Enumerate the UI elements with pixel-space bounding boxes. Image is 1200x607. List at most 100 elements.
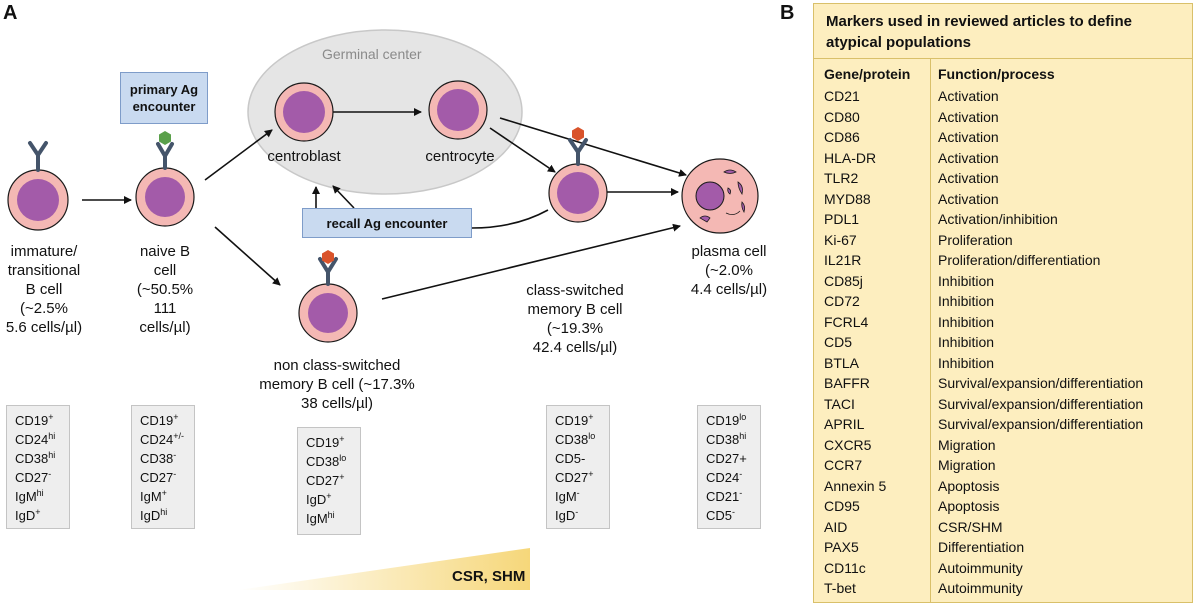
centroblast-cell [274,82,334,142]
function-cell: Activation/inhibition [938,211,1058,227]
marker-name: CD27+ [706,451,747,466]
marker-line: CD24+/- [140,430,186,449]
marker-name: CD38 [555,432,589,447]
naive-marker-box: CD19+CD24+/-CD38-CD27-IgM+IgDhi [131,405,195,529]
function-cell: Autoimmunity [938,559,1023,576]
marker-line: CD27+ [306,471,352,490]
markers-table: Markers used in reviewed articles to def… [813,3,1193,603]
gene-cell: Annexin 5 [824,477,887,494]
function-cell: Migration [938,457,996,473]
function-cell: CSR/SHM [938,518,1003,535]
b-cell-diagram [7,29,759,590]
function-cell: Activation [938,170,999,186]
marker-name: CD19 [15,413,49,428]
marker-name: CD19 [706,413,740,428]
csr-shm-label: CSR, SHM [452,568,526,585]
function-cell: Inhibition [938,272,995,289]
marker-expression: lo [588,431,596,441]
marker-line: IgD+ [306,490,352,509]
gene-cell: CD5 [824,334,853,350]
marker-expression: - [173,469,177,479]
marker-expression: +/- [173,431,185,441]
arrow-naive-to-non-switched [214,226,281,286]
marker-expression: + [161,488,167,498]
gene-cell: CCR7 [824,457,863,473]
function-cell: Autoimmunity [938,580,1023,596]
gene-cell: BTLA [824,354,860,371]
marker-name: CD24 [140,432,174,447]
marker-name: IgD [15,508,36,523]
recall-antigen-icon [322,250,334,264]
table-title: Markers used in reviewed articles to def… [826,13,1132,51]
plasma-cell [681,158,759,234]
plasma-organelles [699,169,746,223]
marker-line: CD5- [706,506,752,525]
marker-name: IgD [555,508,576,523]
gene-cell: AID [824,518,848,535]
marker-line: CD27- [15,468,61,487]
gene-cell: CD11c [824,559,866,576]
gene-cell: PDL1 [824,211,860,227]
table-title-divider [814,58,1192,59]
gene-cell: TACI [824,395,855,412]
gene-cell: CD21 [824,88,860,104]
gene-cell: HLA-DR [824,149,877,166]
function-cell: Inhibition [938,354,995,371]
class-switched-memory-b-cell-label: class-switched memory B cell (~19.3% 42.… [526,282,624,356]
marker-line: CD24- [706,468,752,487]
gene-cell: CD95 [824,498,860,514]
marker-line: CD19+ [15,411,61,430]
marker-expression: hi [327,510,335,520]
marker-name: CD24 [706,470,740,485]
table-row: BTLA Inhibition [814,353,1192,374]
class-switched-memory-b-cell [548,127,608,223]
marker-name: CD21 [706,489,740,504]
bcr-receptor-icon [28,141,48,172]
marker-name: CD5- [555,451,586,466]
gene-cell: CD80 [824,108,860,125]
marker-line: IgM+ [140,487,186,506]
marker-line: CD19lo [706,411,752,430]
germinal-center-label: Germinal center [322,46,422,62]
gene-cell: IL21R [824,252,862,268]
function-cell: Activation [938,108,999,125]
marker-line: CD38- [140,449,186,468]
bcr-receptor-icon [568,138,588,166]
function-cell: Activation [938,190,999,207]
marker-expression: - [739,488,743,498]
marker-name: CD38 [306,454,340,469]
marker-name: IgM [555,489,577,504]
marker-line: CD38hi [15,449,61,468]
marker-expression: hi [739,431,747,441]
immature-b-cell [7,141,69,231]
marker-line: CD38lo [306,452,352,471]
marker-expression: + [339,434,345,444]
table-row: CCR7 Migration [814,455,1192,476]
marker-name: CD5 [706,508,733,523]
recall-antigen-icon [572,127,584,141]
marker-expression: + [326,491,332,501]
marker-name: CD38 [15,451,49,466]
marker-expression: + [35,507,41,517]
marker-line: CD27- [140,468,186,487]
gene-cell: BAFFR [824,375,870,391]
column-header-function: Function/process [938,66,1055,82]
marker-line: IgD+ [15,506,61,525]
marker-expression: lo [739,412,747,422]
gene-cell: CD86 [824,129,860,145]
marker-expression: hi [160,507,168,517]
marker-name: IgM [140,489,162,504]
non-switched-memory-b-cell-label: non class-switched memory B cell (~17.3%… [259,357,415,412]
function-cell: Differentiation [938,539,1025,555]
primary-antigen-icon [159,131,171,145]
